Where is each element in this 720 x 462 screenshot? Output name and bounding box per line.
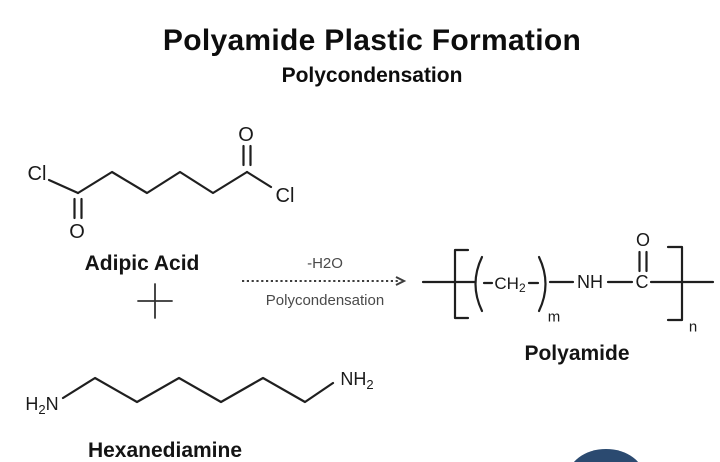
h2n-group: H2N <box>25 394 58 417</box>
adipic-acid-label: Adipic Acid <box>84 252 200 275</box>
subscript-m: m <box>548 309 561 326</box>
atom-cl-left: Cl <box>28 163 47 185</box>
polyamide-label: Polyamide <box>524 342 630 365</box>
atom-cl-right: Cl <box>276 185 295 207</box>
subscript-n: n <box>689 319 697 336</box>
arrow-label-h2o: -H2O <box>307 255 343 272</box>
dotted-arrow <box>242 276 407 287</box>
adipic-acid-structure: Cl Cl O O <box>28 124 295 243</box>
nh-group: NH <box>577 272 603 292</box>
arrow-label-polycondensation: Polycondensation <box>265 291 385 309</box>
atom-o-bottom: O <box>69 221 85 243</box>
hexanediamine-structure: H2N NH2 <box>25 369 373 417</box>
atom-o-top: O <box>238 124 254 146</box>
page-title: Polyamide Plastic Formation <box>162 24 582 57</box>
page-subtitle: Polycondensation <box>281 64 463 87</box>
hexanediamine-label: Hexanediamine <box>87 439 243 462</box>
plus-sign <box>137 283 173 319</box>
navy-ellipse-decoration <box>568 449 644 462</box>
polyamide-structure: CH2 m NH C O n <box>421 230 715 336</box>
nh2-group: NH2 <box>340 369 373 392</box>
carbonyl-oxygen: O <box>636 230 650 250</box>
carbonyl-carbon: C <box>636 272 649 292</box>
ch2-group: CH2 <box>494 274 526 296</box>
reaction-arrow-group: -H2O Polycondensation <box>240 255 410 309</box>
